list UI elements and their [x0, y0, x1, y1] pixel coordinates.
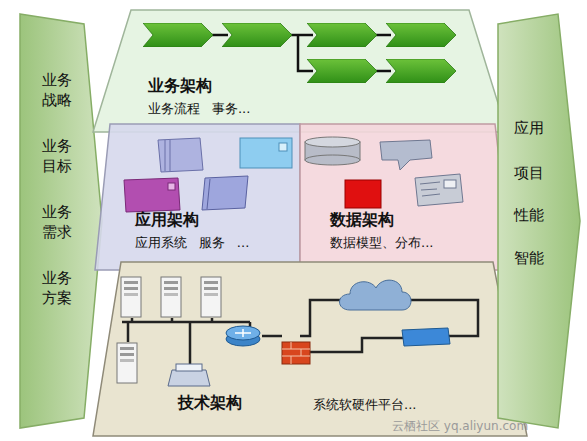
layer-text: 应用: [514, 119, 544, 138]
text-holder: 业务 目标: [40, 136, 75, 177]
text-holder: 业务架构: [148, 76, 212, 97]
data-plane: 数据架构数据模型、分布...: [300, 124, 512, 270]
layer-text: 业务 目标: [40, 136, 75, 177]
watermark: 云栖社区 yq.aliyun.com: [392, 418, 528, 435]
technology-plane: 技术架构 系统软硬件平台...: [93, 262, 527, 436]
plane-shape: [20, 14, 102, 428]
text-holder: 应用: [514, 119, 544, 138]
plane-shape: [95, 124, 300, 270]
layer-text: 应用系统 服务 ...: [135, 234, 249, 252]
layer-text: 性能: [514, 206, 544, 225]
layer-text: 业务 需求: [40, 202, 75, 243]
layer-text: 智能: [514, 249, 544, 268]
text-holder: 业务流程 事务...: [148, 100, 250, 118]
plane-shape: [93, 10, 507, 132]
layer-title: 数据架构: [330, 210, 394, 231]
application-plane: 应用架构应用系统 服务 ...: [95, 124, 300, 270]
layer-text: 系统软硬件平台...: [313, 396, 416, 414]
text-holder: 性能: [514, 206, 544, 225]
text-holder: 数据架构: [330, 210, 394, 231]
plane-shape: [498, 14, 580, 428]
plane-shape: [93, 262, 527, 436]
text-holder: 应用系统 服务 ...: [135, 234, 249, 252]
layer-title: 技术架构: [178, 393, 242, 414]
text-holder: 业务 战略: [40, 70, 75, 111]
layer-title: 应用架构: [135, 210, 199, 231]
text-holder: 系统软硬件平台...: [313, 396, 416, 414]
business-plane: 业务架构业务流程 事务...: [93, 10, 507, 132]
goal-panel: 业务 战略业务 目标业务 需求业务 方案: [20, 14, 102, 428]
layer-text: 数据模型、分布...: [330, 234, 433, 252]
text-holder: 智能: [514, 249, 544, 268]
text-holder: 业务 方案: [40, 268, 75, 309]
layer-text: 业务 战略: [40, 70, 75, 111]
outcome-panel: 应用项目性能智能: [498, 14, 580, 428]
text-holder: 数据模型、分布...: [330, 234, 433, 252]
text-holder: 应用架构: [135, 210, 199, 231]
layer-text: 项目: [514, 164, 544, 183]
layer-text: 业务 方案: [40, 268, 75, 309]
text-holder: 业务 需求: [40, 202, 75, 243]
plane-shape: [300, 124, 512, 270]
text-holder: 项目: [514, 164, 544, 183]
plane-outline: [93, 262, 527, 436]
layer-title: 业务架构: [148, 76, 212, 97]
text-holder: 技术架构: [178, 393, 242, 414]
layer-text: 业务流程 事务...: [148, 100, 250, 118]
